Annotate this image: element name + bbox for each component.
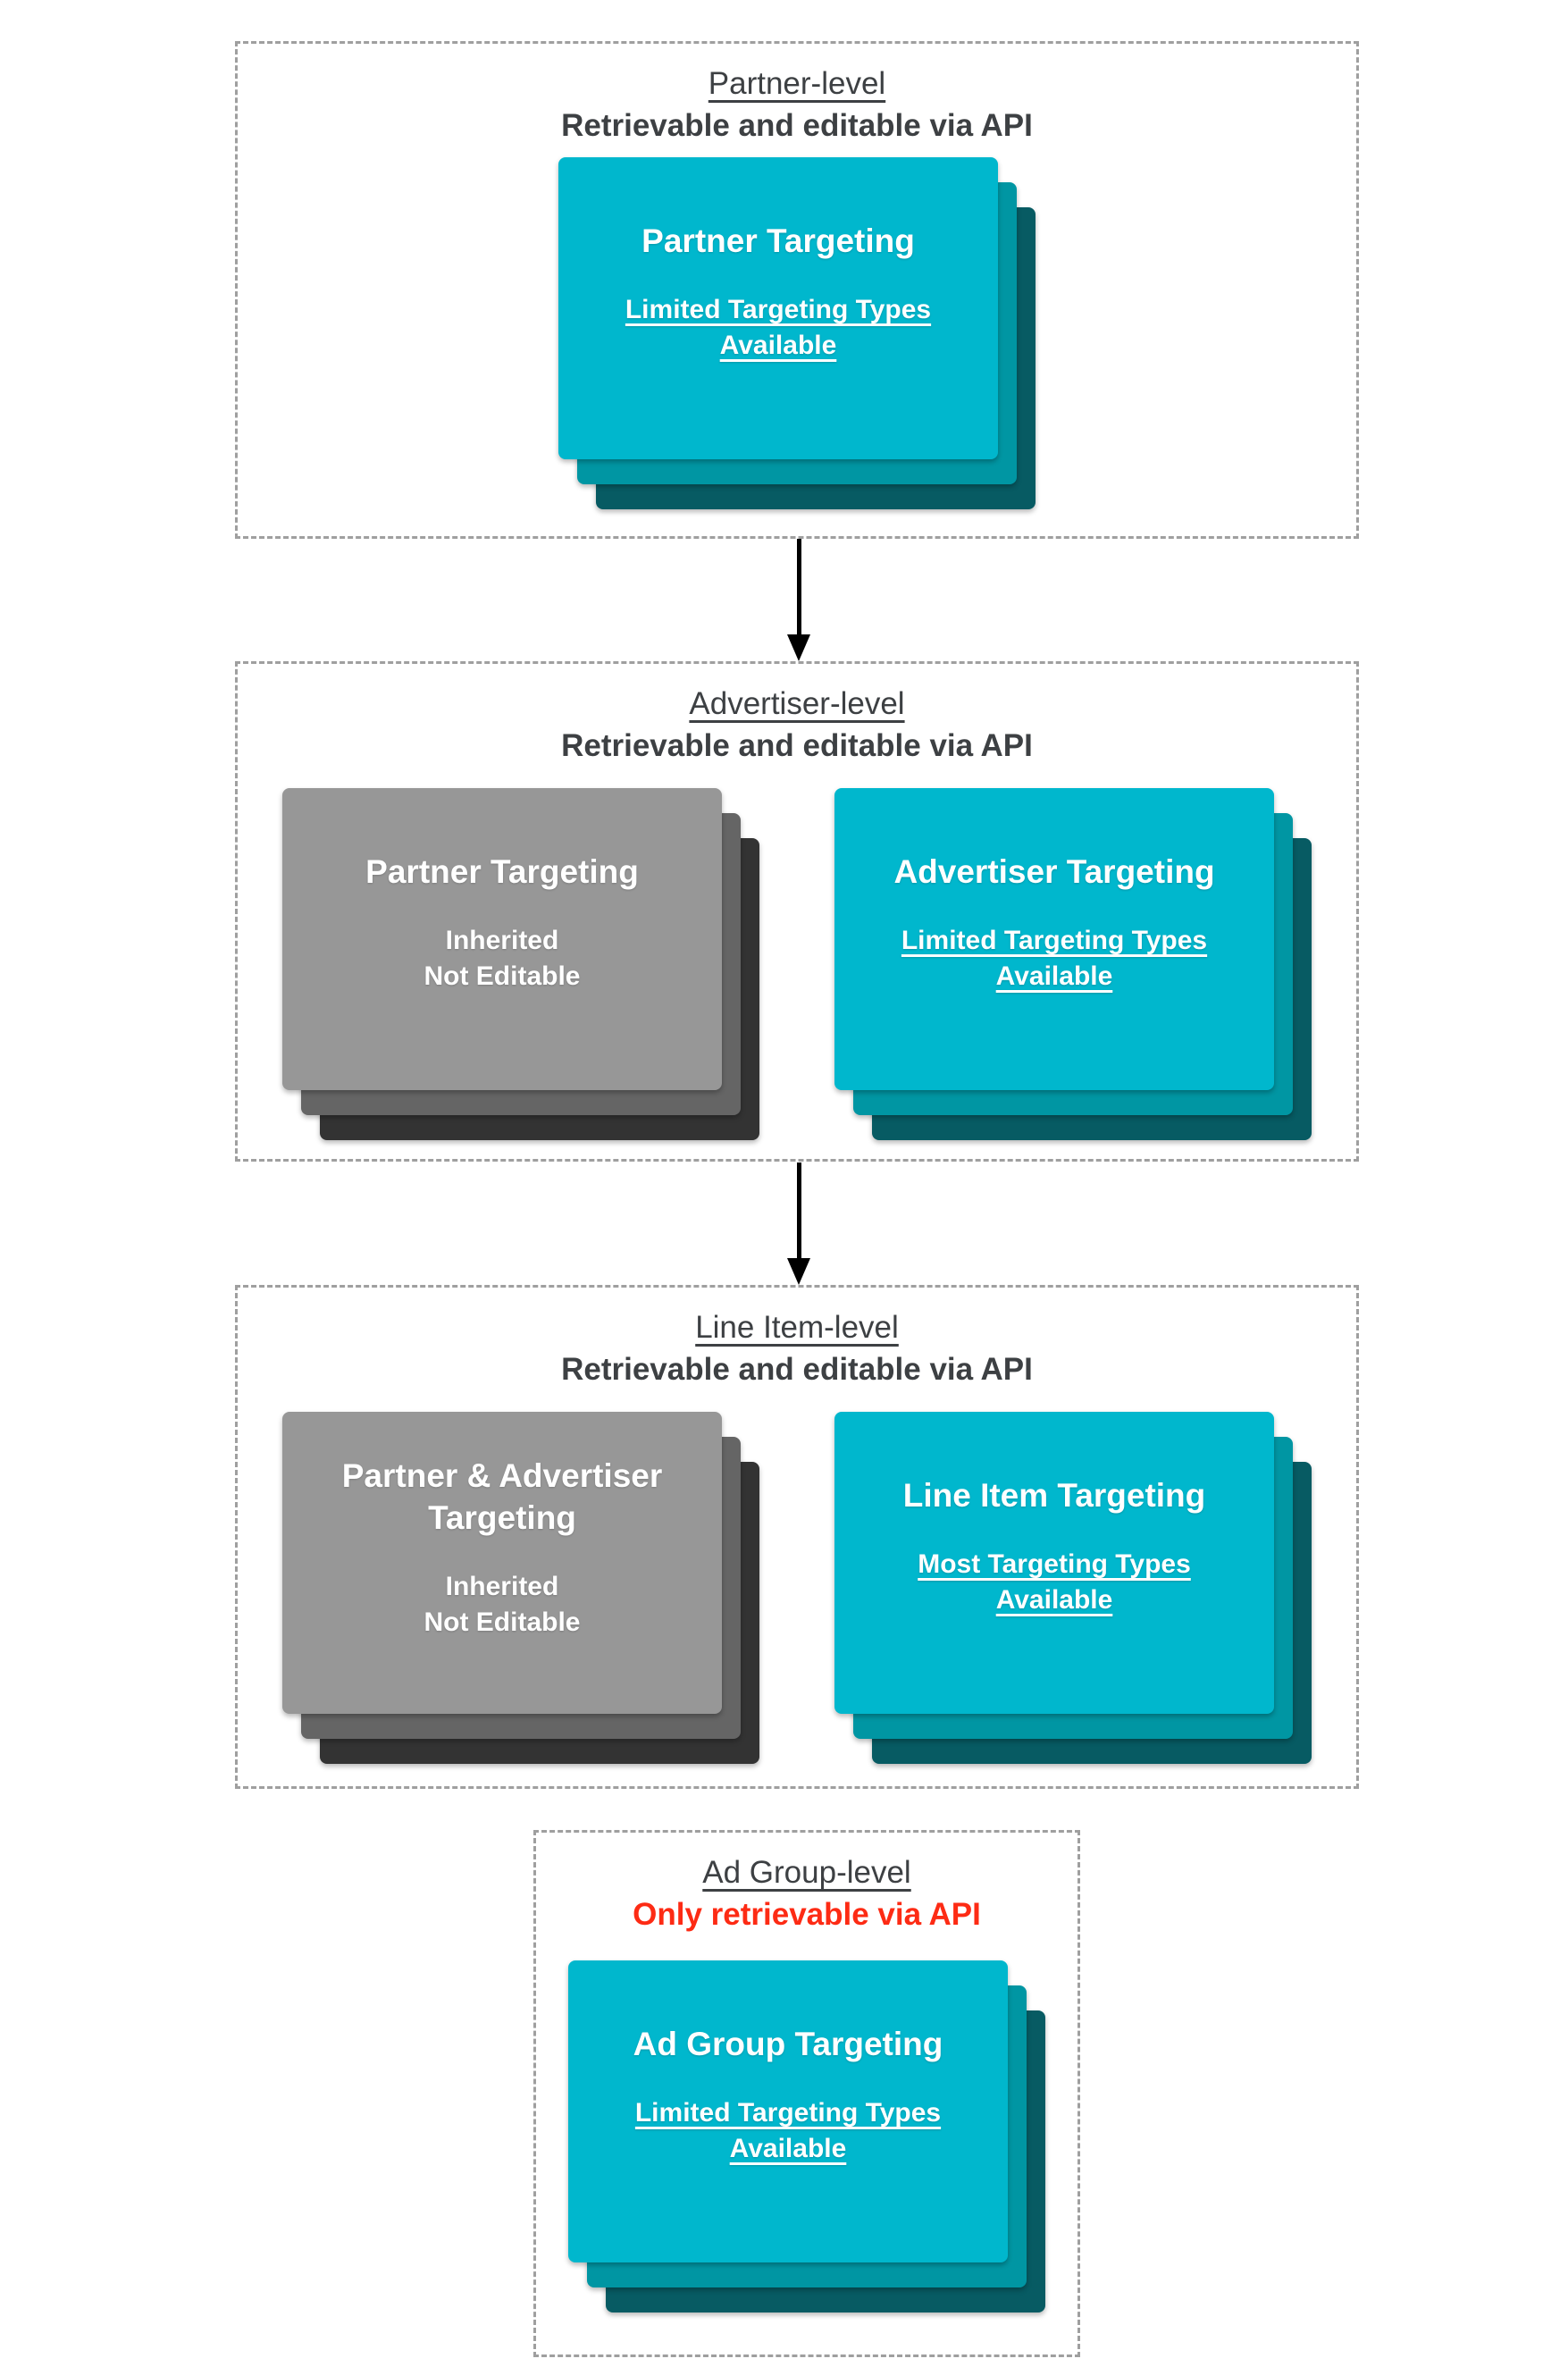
card-title: Ad Group Targeting bbox=[633, 2026, 943, 2062]
card-body: Limited Targeting Types Available bbox=[635, 2095, 941, 2167]
card-title: Partner Targeting bbox=[365, 853, 639, 890]
inherited-partner-advertiser-targeting-card: Partner & Advertiser Targeting Inherited… bbox=[282, 1412, 722, 1714]
line-item-targeting-card-stack: Line Item Targeting Most Targeting Types… bbox=[834, 1412, 1312, 1764]
ad-group-targeting-card: Ad Group Targeting Limited Targeting Typ… bbox=[568, 1960, 1008, 2262]
card-body-line: Limited Targeting Types bbox=[901, 926, 1208, 955]
partner-targeting-card: Partner Targeting Limited Targeting Type… bbox=[558, 157, 998, 459]
card-body-line: Limited Targeting Types bbox=[634, 2098, 942, 2128]
flow-arrow-partner-to-advertiser bbox=[787, 539, 810, 661]
flow-arrow-advertiser-to-line-item bbox=[787, 1163, 810, 1285]
card-title-line: Targeting bbox=[428, 1499, 576, 1536]
section-subtitle: Only retrievable via API bbox=[633, 1897, 981, 1932]
cards-row: Partner Targeting Limited Targeting Type… bbox=[238, 157, 1356, 509]
card-body: Most Targeting Types Available bbox=[918, 1547, 1191, 1618]
ad-group-targeting-card-stack: Ad Group Targeting Limited Targeting Typ… bbox=[568, 1960, 1045, 2312]
section-subtitle: Retrievable and editable via API bbox=[561, 728, 1033, 763]
card-title: Partner & Advertiser Targeting bbox=[342, 1455, 663, 1539]
section-subtitle: Retrievable and editable via API bbox=[561, 1352, 1033, 1387]
section-title: Ad Group-level bbox=[702, 1855, 911, 1890]
card-title: Advertiser Targeting bbox=[893, 853, 1215, 890]
partner-targeting-card-stack: Partner Targeting Limited Targeting Type… bbox=[558, 157, 1036, 509]
section-title: Partner-level bbox=[708, 66, 886, 101]
inherited-partner-targeting-card: Partner Targeting Inherited Not Editable bbox=[282, 788, 722, 1090]
section-advertiser-level: Advertiser-level Retrievable and editabl… bbox=[235, 661, 1359, 1162]
card-body-line: Not Editable bbox=[423, 1607, 581, 1637]
advertiser-targeting-card: Advertiser Targeting Limited Targeting T… bbox=[834, 788, 1274, 1090]
card-body-line: Most Targeting Types bbox=[918, 1549, 1191, 1579]
card-title: Partner Targeting bbox=[641, 222, 915, 259]
cards-row: Partner Targeting Inherited Not Editable… bbox=[238, 788, 1356, 1140]
card-body-line: Not Editable bbox=[423, 961, 581, 991]
card-body-line: Available bbox=[719, 331, 837, 360]
cards-row: Ad Group Targeting Limited Targeting Typ… bbox=[536, 1960, 1077, 2312]
section-subtitle: Retrievable and editable via API bbox=[561, 108, 1033, 143]
section-ad-group-level: Ad Group-level Only retrievable via API … bbox=[533, 1830, 1080, 2357]
section-title: Advertiser-level bbox=[689, 686, 905, 721]
line-item-targeting-card: Line Item Targeting Most Targeting Types… bbox=[834, 1412, 1274, 1714]
card-title-line: Partner & Advertiser bbox=[341, 1457, 663, 1494]
card-title: Line Item Targeting bbox=[902, 1477, 1206, 1514]
arrow-line bbox=[796, 539, 801, 634]
card-body-line: Available bbox=[995, 1585, 1113, 1615]
cards-row: Partner & Advertiser Targeting Inherited… bbox=[238, 1412, 1356, 1764]
card-body-line: Inherited bbox=[445, 1572, 559, 1601]
arrow-head-icon bbox=[787, 1258, 810, 1285]
card-body-line: Available bbox=[995, 961, 1113, 991]
section-title: Line Item-level bbox=[695, 1310, 899, 1345]
card-body: Limited Targeting Types Available bbox=[625, 292, 931, 364]
inherited-partner-targeting-card-stack: Partner Targeting Inherited Not Editable bbox=[282, 788, 759, 1140]
advertiser-targeting-card-stack: Advertiser Targeting Limited Targeting T… bbox=[834, 788, 1312, 1140]
inherited-partner-advertiser-targeting-card-stack: Partner & Advertiser Targeting Inherited… bbox=[282, 1412, 759, 1764]
card-body: Inherited Not Editable bbox=[423, 1569, 580, 1641]
section-line-item-level: Line Item-level Retrievable and editable… bbox=[235, 1285, 1359, 1789]
card-body-line: Limited Targeting Types bbox=[625, 295, 932, 324]
section-partner-level: Partner-level Retrievable and editable v… bbox=[235, 41, 1359, 539]
arrow-head-icon bbox=[787, 634, 810, 661]
card-body-line: Available bbox=[729, 2134, 847, 2163]
arrow-line bbox=[796, 1163, 801, 1258]
card-body: Inherited Not Editable bbox=[423, 923, 580, 995]
card-body-line: Inherited bbox=[445, 926, 559, 955]
card-body: Limited Targeting Types Available bbox=[901, 923, 1207, 995]
